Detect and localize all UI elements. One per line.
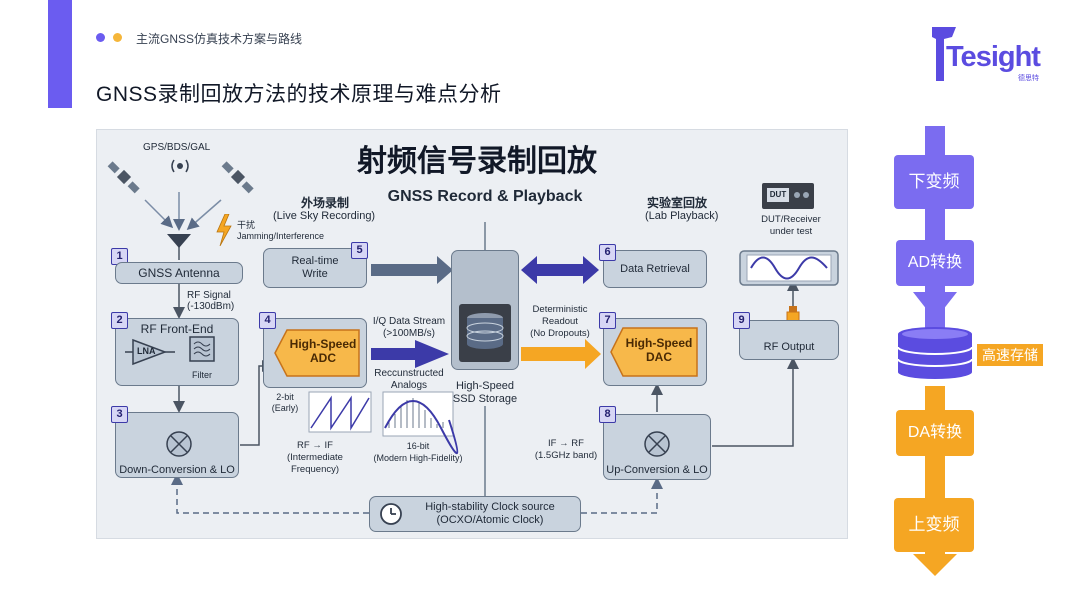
rf-front-end-label: RF Front-End [140, 322, 214, 336]
header-dots [96, 33, 122, 42]
adc-label: High-Speed ADC [289, 337, 357, 365]
jamming-cn-label: 干扰 [237, 220, 256, 230]
adc-chip-icon [274, 329, 360, 377]
iq-stream-label: I/Q Data Stream (>100MB/s) [372, 316, 446, 339]
live-sky-cn-label: 外场录制 [301, 196, 350, 210]
lna-amplifier-icon [125, 338, 175, 366]
dac-chip-icon [610, 327, 698, 377]
receiver-device-icon [762, 183, 814, 209]
filter-icon [189, 336, 215, 362]
lab-playback-en-label: (Lab Playback) [645, 210, 719, 222]
mixer-icon [644, 431, 670, 457]
realtime-write-box [263, 248, 367, 288]
gnss-antenna-box [115, 262, 243, 284]
clock-source-box [369, 496, 581, 532]
flow-step-ad-convert: AD转换 [896, 240, 974, 286]
data-retrieval-box [603, 250, 707, 288]
purple-dot [96, 33, 105, 42]
yellow-dot [113, 33, 122, 42]
live-sky-en-label: (Live Sky Recording) [273, 210, 376, 222]
data-retrieval-label: Data Retrieval [620, 263, 690, 275]
diagram-title: 射频信号录制回放 [357, 145, 597, 178]
satellite-icon [107, 161, 140, 194]
down-conversion-label: Down-Conversion & LO [119, 464, 235, 476]
step-number-2: 2 [111, 312, 128, 329]
dut-label: DUT/Receiver under test [761, 214, 821, 237]
filter-label: Filter [192, 370, 212, 380]
up-conversion-label: Up-Conversion & LO [606, 464, 708, 476]
antenna-icon [167, 234, 191, 248]
lna-label: LNA [137, 346, 156, 356]
gnss-constellation-label: GPS/BDS/GAL [143, 142, 211, 153]
storage-database-icon [897, 327, 973, 379]
rf-to-if-label: RF → IF (Intermediate Frequency) [287, 440, 343, 475]
dut-screen-label: DUT [769, 190, 787, 199]
database-icon [459, 304, 511, 362]
clock-source-label: High-stability Clock source (OCXO/Atomic… [425, 501, 555, 526]
sine-display-icon [739, 250, 839, 286]
record-playback-diagram: 射频信号录制回放 GNSS Record & Playback GPS/BDS/… [96, 129, 848, 539]
rf-signal-label: RF Signal (-130dBm) [187, 290, 235, 312]
flow-storage-label: 高速存储 [977, 344, 1043, 366]
step-number-7: 7 [599, 312, 616, 329]
broadcast-icon [171, 159, 189, 173]
flow-step-da-convert: DA转换 [896, 410, 974, 456]
diagram-connectors [144, 192, 799, 514]
step-number-9: 9 [733, 312, 750, 329]
flow-step-downconvert: 下变频 [894, 155, 974, 209]
accent-bar [48, 0, 72, 108]
diagram-subtitle: GNSS Record & Playback [387, 188, 583, 205]
page-title: GNSS录制回放方法的技术原理与难点分析 [96, 83, 502, 106]
rf-output-box [739, 320, 839, 360]
if-to-rf-label: IF → RF (1.5GHz band) [534, 438, 598, 461]
flow-step-upconvert: 上变频 [894, 498, 974, 552]
gnss-antenna-label: GNSS Antenna [138, 266, 220, 280]
lightning-icon [216, 214, 232, 246]
step-number-4: 4 [259, 312, 276, 329]
step-number-6: 6 [599, 244, 616, 261]
step-number-3: 3 [111, 406, 128, 423]
reconstructed-label: Reccunstructed Analogs [374, 368, 444, 391]
satellite-icon [221, 161, 254, 194]
step-number-8: 8 [599, 406, 616, 423]
breadcrumb: 主流GNSS仿真技术方案与路线 [136, 32, 303, 46]
logo-mark-icon [932, 27, 956, 81]
dac-label: High-Speed DAC [625, 336, 693, 364]
jamming-en-label: Jamming/Interference [237, 231, 325, 241]
rf-output-label: RF Output [763, 341, 815, 353]
mixer-icon [166, 431, 192, 457]
realtime-write-label: Real-time Write [291, 255, 339, 280]
logo-text: Tesight [946, 41, 1041, 73]
two-bit-label: 2-bit (Early) [271, 392, 299, 413]
company-logo: Tesight 德思特 [930, 25, 1050, 85]
deterministic-label: Deterministic Readout (No Dropouts) [530, 304, 590, 339]
step-number-5: 5 [351, 242, 368, 259]
logo-subtext: 德思特 [1018, 75, 1039, 82]
storage-label: High-Speed SSD Storage [452, 380, 518, 405]
clock-icon [380, 503, 402, 525]
lab-playback-cn-label: 实验室回放 [647, 196, 708, 210]
sixteen-bit-label: 16-bit (Modern High-Fidelity) [373, 441, 463, 463]
